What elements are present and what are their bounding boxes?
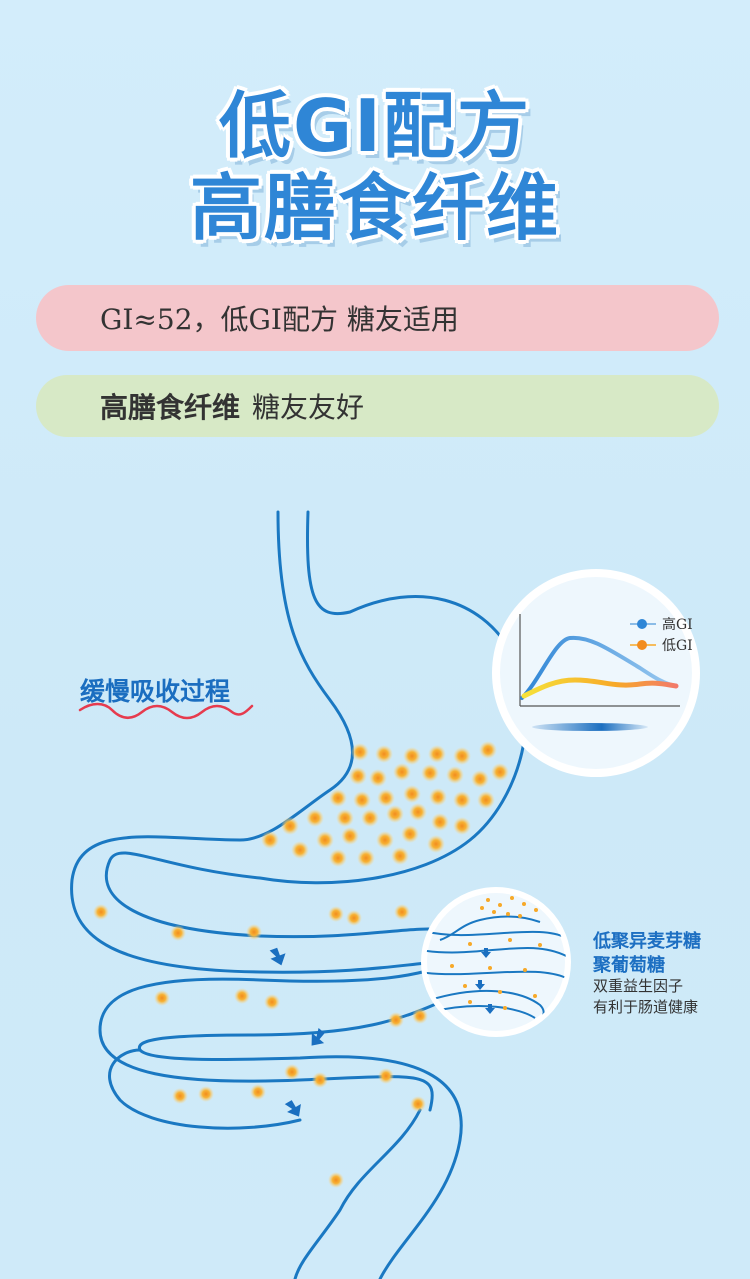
legend-low-gi: 低GI [662,638,693,654]
intestine-loop-3 [293,1108,422,1279]
slow-absorption-label: 缓慢吸收过程 [80,677,231,706]
headline-line1: 低GI配方 [219,84,531,168]
high-gi-curve [520,635,678,700]
gi-chart-zoom [492,569,700,777]
fiber-desc-line2: 有利于肠道健康 [593,998,699,1016]
intestine-particles [93,904,428,1188]
fiber-title-line1: 低聚异麦芽糖 [593,931,701,952]
fiber-title-line2: 聚葡萄糖 [593,955,665,976]
legend-high-gi: 高GI [662,617,693,633]
fiber-title: 低聚异麦芽糖 聚葡萄糖 [593,930,701,978]
fiber-info-bold: 高膳食纤维 [100,391,241,424]
fiber-desc-line1: 双重益生因子 [593,977,684,995]
slow-label-underline [78,702,254,720]
fiber-info-text: 糖友友好 [252,391,365,424]
intestine-loop-1 [98,960,457,1112]
low-gi-curve [521,677,679,699]
stomach-outline-inner [104,510,528,939]
fiber-desc: 双重益生因子 有利于肠道健康 [593,976,698,1018]
intestine-loop-2 [137,998,463,1279]
fiber-info-pill: 高膳食纤维 糖友友好 [36,375,719,437]
headline-line2: 高膳食纤维 [189,166,560,250]
arrow-down-icon [269,947,325,1117]
intestine-loop-4 [108,1048,302,1130]
stomach-particles [261,741,509,867]
intestine-zoom [421,887,571,1037]
legend-dot-icon [630,619,656,650]
gi-info-pill: GI≈52，低GI配方 糖友适用 [36,285,719,351]
stomach-outline-outer [70,510,457,974]
gi-info-text: GI≈52，低GI配方 糖友适用 [100,303,459,336]
